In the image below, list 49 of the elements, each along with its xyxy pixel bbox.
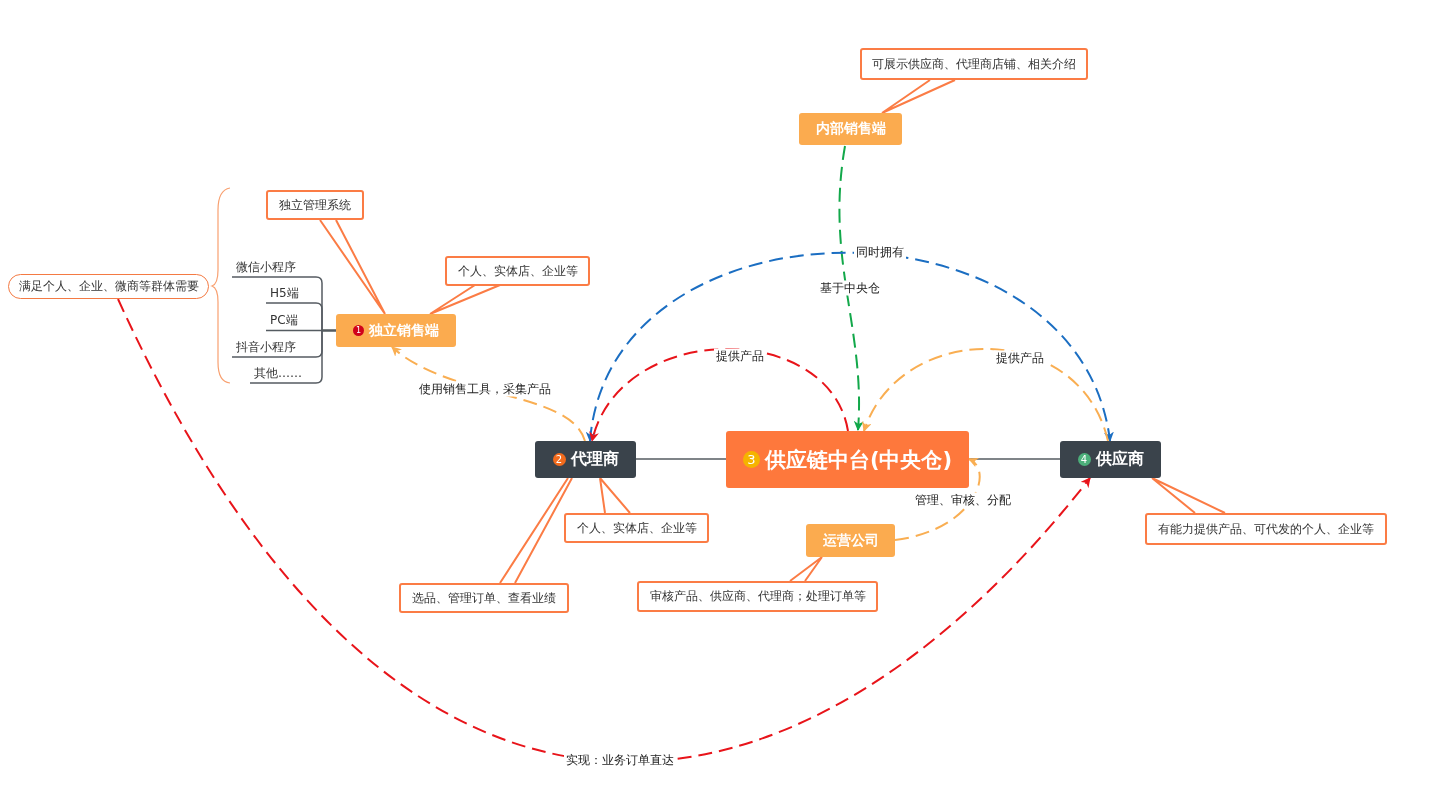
number-badge: 4 — [1077, 453, 1091, 466]
edge-label: 提供产品 — [994, 350, 1046, 366]
branch-text: 抖音小程序 — [236, 339, 306, 356]
connector-line — [635, 458, 727, 460]
branch-text: PC端 — [270, 312, 310, 329]
topic-box — [1060, 441, 1161, 478]
dashed-arrow — [838, 145, 864, 431]
callout-tail — [319, 219, 386, 315]
callout-tail — [789, 556, 823, 582]
callout-tail — [1151, 477, 1226, 514]
dashed-arrow — [894, 458, 981, 541]
topic-label: 供应商 — [1095, 449, 1144, 470]
edge-label: 提供产品 — [714, 348, 766, 364]
topic-box: 运营公司 — [806, 524, 895, 557]
topic-box: 内部销售端 — [799, 113, 902, 145]
pill-box: 满足个人、企业、微商等群体需要 — [8, 274, 209, 299]
branch-text: 其他…… — [254, 365, 310, 382]
callout-box: 选品、管理订单、查看业绩 — [399, 583, 569, 613]
topic-box — [535, 441, 636, 478]
dashed-arrow — [117, 298, 1091, 762]
topic-box — [336, 314, 456, 347]
connector-line — [249, 329, 337, 384]
dashed-arrow — [587, 251, 1113, 442]
callout-tail — [881, 79, 956, 114]
callout-box: 可展示供应商、代理商店铺、相关介绍 — [860, 48, 1088, 80]
topic-label: 供应链中台(中央仓) — [764, 446, 953, 474]
edge-label: 使用销售工具，采集产品 — [417, 381, 553, 397]
dashed-arrow — [590, 348, 849, 442]
edge-label: 实现：业务订单直达 — [564, 752, 676, 768]
callout-box: 个人、实体店、企业等 — [564, 513, 709, 543]
topic-label: 独立销售端 — [369, 321, 439, 340]
callout-tail — [499, 477, 573, 584]
dashed-arrow — [863, 348, 1109, 442]
edge-label: 同时拥有 — [854, 244, 906, 260]
topic-label: 代理商 — [570, 449, 619, 470]
topic-box — [726, 431, 969, 488]
number-badge: 3 — [742, 451, 760, 468]
callout-box: 个人、实体店、企业等 — [445, 256, 590, 286]
branch-text: 微信小程序 — [236, 259, 306, 276]
branch-text: H5端 — [270, 285, 310, 302]
callout-tail — [599, 477, 631, 514]
callout-tail — [429, 284, 501, 315]
callout-box: 有能力提供产品、可代发的个人、企业等 — [1145, 513, 1387, 545]
edge-label: 基于中央仓 — [818, 280, 882, 296]
callout-box: 独立管理系统 — [266, 190, 364, 220]
callout-box: 审核产品、供应商、代理商；处理订单等 — [637, 581, 878, 612]
number-badge: 1 — [353, 325, 364, 336]
number-badge: 2 — [552, 453, 566, 466]
edge-label: 管理、审核、分配 — [913, 492, 1013, 508]
